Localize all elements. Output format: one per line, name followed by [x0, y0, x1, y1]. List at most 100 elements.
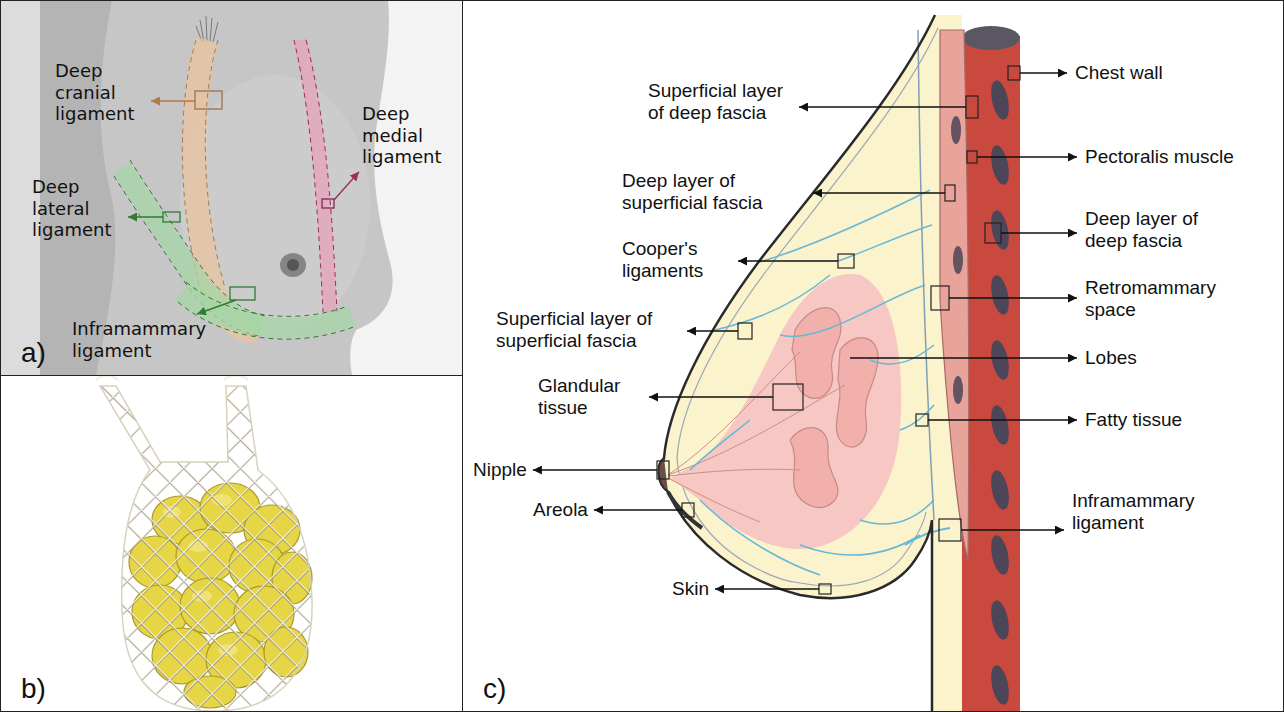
coopers-ligament — [715, 275, 830, 330]
coopers-ligament — [838, 225, 932, 261]
coopers-ligament — [800, 535, 920, 555]
leader-line — [128, 73, 1077, 589]
milk-duct — [668, 352, 845, 522]
leader-line — [715, 588, 819, 589]
part-label: Skin — [672, 578, 709, 600]
coopers-ligament — [780, 285, 925, 336]
callout-square — [838, 254, 854, 268]
leader-line — [961, 529, 1064, 530]
ligament-label: Deep lateral ligament — [32, 176, 122, 241]
photo-ground — [0, 0, 462, 375]
callout-square — [819, 584, 831, 594]
leader-line — [1001, 232, 1077, 233]
figure-panel: b) — [0, 375, 463, 712]
part-label: Glandular tissue — [538, 375, 643, 419]
callout-square — [967, 151, 977, 163]
lobe — [836, 338, 878, 447]
inframammary-ligament-band — [182, 292, 352, 328]
leader-line — [649, 396, 773, 397]
leader-line — [151, 100, 195, 101]
panel-letter: b) — [21, 674, 46, 705]
callout-square — [1008, 66, 1020, 80]
rib — [988, 274, 1012, 316]
fatty-tissue — [661, 15, 962, 712]
part-label: Cooper's ligaments — [622, 238, 732, 282]
coopers-ligament — [860, 500, 934, 524]
rib — [988, 79, 1012, 121]
ligament-label: Inframammary ligament — [72, 318, 242, 361]
part-label: Areola — [533, 499, 588, 521]
rib — [988, 599, 1012, 641]
coopers-ligament — [870, 345, 934, 364]
arm-shadow — [40, 0, 115, 375]
leader-line — [949, 297, 1077, 298]
callout-square — [738, 323, 752, 339]
torso-photo — [0, 0, 462, 375]
bag-handle — [96, 376, 118, 381]
medial-ligament-edge — [294, 40, 337, 312]
panel-letter: c) — [483, 674, 506, 705]
callout-square — [195, 91, 222, 109]
leader-line — [594, 509, 682, 510]
figure-panel: c) — [462, 0, 1284, 712]
coopers-ligament — [690, 420, 750, 470]
callout-square — [230, 287, 255, 300]
rib — [988, 404, 1012, 446]
part-label: Deep layer of deep fascia — [1085, 208, 1225, 252]
photo-ground — [0, 0, 45, 375]
torso-silhouette — [40, 0, 393, 375]
chest-wall — [962, 36, 1020, 712]
inframammary-ligament-edge — [178, 282, 356, 339]
rib — [988, 209, 1012, 251]
leader-line — [850, 357, 1077, 358]
callout-square — [939, 519, 961, 541]
rib — [988, 469, 1012, 511]
panel-letter: a) — [21, 338, 46, 369]
leader-line — [799, 106, 966, 107]
bag-handle — [96, 376, 248, 381]
leader-line — [533, 469, 657, 470]
callout-square — [322, 199, 334, 208]
rib — [953, 376, 963, 404]
pectoralis-muscle — [940, 30, 969, 560]
rib — [988, 339, 1012, 381]
part-label: Lobes — [1085, 347, 1137, 369]
part-label: Retromammary space — [1085, 277, 1235, 321]
leader-line — [738, 260, 838, 261]
rib — [988, 79, 1012, 706]
coopers-ligament — [690, 190, 934, 575]
leader-line — [197, 300, 236, 314]
ligament-label: Deep cranial ligament — [55, 60, 145, 125]
lemon-net-photo — [96, 376, 312, 712]
part-label: Pectoralis muscle — [1085, 146, 1234, 168]
nipple — [287, 259, 299, 271]
part-label: Superficial layer of superficial fascia — [496, 308, 681, 352]
leader-line — [977, 156, 1077, 157]
callout-square — [657, 66, 1020, 594]
leader-line — [128, 216, 163, 217]
fascia-line — [918, 30, 934, 520]
figure-panel: a) — [0, 0, 463, 376]
part-label: Deep layer of superficial fascia — [622, 170, 807, 214]
milk-duct — [668, 385, 845, 475]
milk-duct — [668, 469, 800, 476]
milk-duct — [668, 478, 760, 522]
part-label: Fatty tissue — [1085, 409, 1182, 431]
callout-square — [657, 461, 669, 479]
rib — [953, 246, 963, 274]
callout-square — [945, 185, 955, 201]
coopers-ligament — [700, 500, 820, 575]
coopers-ligament — [900, 405, 934, 430]
nipple — [658, 458, 668, 492]
breast-section — [657, 15, 1020, 712]
areola — [280, 253, 306, 277]
part-label: Nipple — [473, 459, 527, 481]
medial-ligament-band — [300, 40, 330, 312]
leader-line — [813, 192, 945, 193]
rib — [988, 534, 1012, 576]
part-label: Inframammary ligament — [1072, 490, 1232, 534]
callout-square — [985, 223, 1001, 243]
bag-handle — [224, 376, 248, 381]
